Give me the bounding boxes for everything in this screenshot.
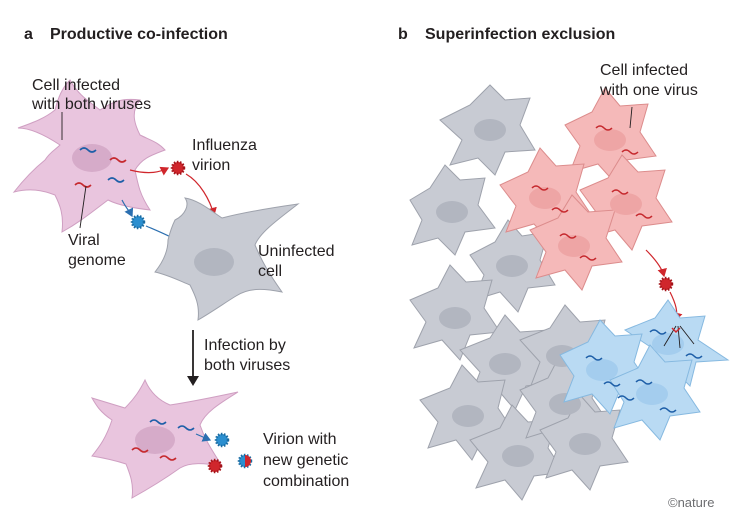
blue-genome-segment: [149, 419, 167, 425]
uninfected-cell: [154, 197, 300, 321]
red-genome-segment: [74, 182, 92, 188]
down-arrowhead-icon: [187, 376, 199, 386]
panel-b-title: Superinfection exclusion: [425, 26, 615, 43]
label-uninfected-cell: Uninfected cell: [258, 243, 339, 280]
red-virion-icon: [207, 458, 223, 474]
blue-virion-icon: [130, 214, 146, 230]
mixed-virion-icon: [237, 453, 253, 469]
influenza-virion-icon: [170, 160, 186, 176]
arrow-red: [129, 166, 170, 176]
blue-genome-segment: [79, 147, 97, 153]
label-cell-infected-one: Cell infected with one virus: [599, 62, 698, 99]
panel-a: a Productive co-infection Cell infected …: [12, 26, 353, 499]
coinfected-cell: [12, 79, 166, 233]
leader-line: [79, 185, 87, 229]
label-influenza-virion: Influenza virion: [192, 137, 261, 174]
blue-genomes: [585, 329, 703, 413]
red-genomes: [531, 125, 653, 261]
panel-b: b Superinfection exclusion: [398, 26, 730, 501]
panel-a-letter: a: [24, 26, 33, 43]
red-nuclei: [529, 129, 642, 257]
influenza-virion-icon: [658, 276, 674, 292]
panel-b-letter: b: [398, 26, 408, 43]
arrow-red: [645, 249, 667, 278]
blue-genome-segment: [177, 425, 195, 431]
credit-nature: ©nature: [668, 495, 714, 510]
label-infection-by-both: Infection by both viruses: [204, 337, 290, 374]
label-virion-new-combination: Virion with new genetic combination: [263, 431, 353, 490]
blue-genome-segment: [107, 177, 125, 183]
label-cell-infected-both: Cell infected with both viruses: [31, 77, 151, 113]
panel-a-title: Productive co-infection: [50, 26, 228, 43]
label-viral-genome: Viral genome: [68, 232, 126, 269]
red-genome-segment: [159, 455, 177, 461]
red-genome-segment: [131, 447, 149, 453]
blue-nuclei: [586, 333, 684, 405]
blue-virion-icon: [214, 432, 230, 448]
arrow-blue: [195, 432, 212, 442]
red-genome-segment: [109, 157, 127, 163]
exclusion-mark-icon: [663, 325, 695, 349]
arrow-blue: [121, 199, 134, 218]
leader-line: [629, 106, 633, 129]
coinfected-cell-bottom: [90, 378, 239, 499]
